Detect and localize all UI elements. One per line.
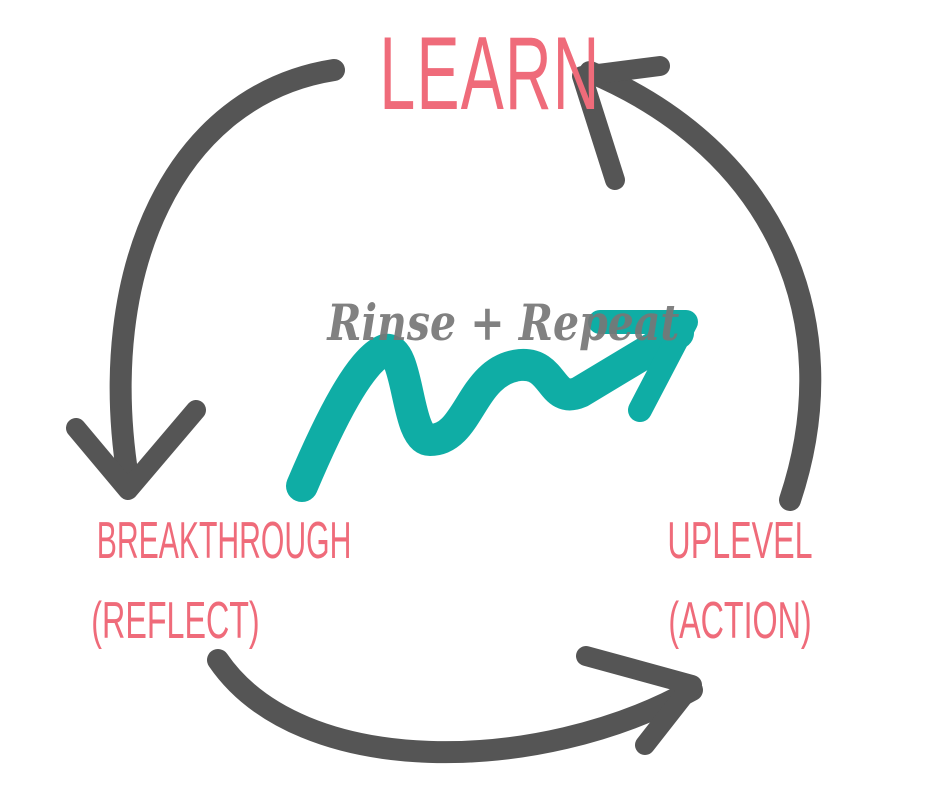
arrowhead-up	[572, 56, 670, 190]
arc-right	[579, 61, 822, 511]
uplevel-label: UPLEVEL	[667, 512, 813, 570]
arrowhead-right	[576, 646, 702, 755]
arrow-breakthrough-to-uplevel	[207, 646, 703, 764]
trend-line	[286, 317, 694, 502]
reflect-label: (REFLECT)	[91, 592, 260, 650]
center-caption: Rinse + Repeat	[327, 293, 680, 352]
breakthrough-label: BREAKTHROUGH	[96, 512, 352, 570]
trend-arrowhead	[588, 310, 698, 422]
arrowhead-down	[66, 400, 206, 500]
arc-bottom	[207, 649, 703, 764]
arrow-uplevel-to-learn	[572, 56, 822, 511]
arc-left	[109, 59, 345, 489]
trend-arrow-icon	[286, 310, 698, 502]
learn-label: LEARN	[379, 16, 601, 132]
arrow-learn-to-breakthrough	[66, 59, 345, 500]
action-label: (ACTION)	[668, 592, 812, 650]
